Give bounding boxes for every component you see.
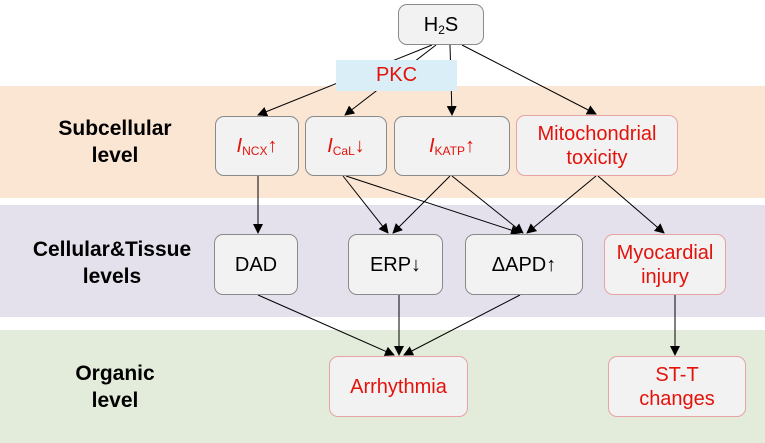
ical-symbol: I — [327, 135, 333, 157]
node-apd: ΔAPD↑ — [465, 234, 583, 295]
level-label-organic: Organic level — [45, 360, 185, 414]
node-arrhythmia: Arrhythmia — [329, 356, 468, 417]
stt-line: ST-T — [655, 363, 699, 386]
myo-line: Myocardial — [616, 241, 714, 264]
node-myocardial-injury: Myocardial injury — [604, 234, 726, 295]
stt-line: changes — [639, 387, 715, 410]
arrow-mito-myo — [597, 175, 665, 234]
arrow-apd-arr — [403, 294, 521, 356]
arrow-ical-apd — [345, 175, 521, 235]
mito-line: Mitochondrial — [537, 122, 657, 145]
level-label-line: Organic — [75, 362, 155, 385]
node-mitochondrial-toxicity: Mitochondrial toxicity — [516, 115, 678, 176]
arrow-ical-erp — [342, 175, 389, 234]
level-label-line: Subcellular — [58, 117, 172, 140]
h2s-subscript: 2 — [438, 22, 445, 37]
ikatp-symbol: I — [428, 135, 435, 157]
node-pkc: PKC — [336, 60, 457, 91]
ikatp-subscript: KATP — [434, 144, 465, 158]
ikatp-arrow: ↑ — [465, 135, 475, 157]
h2s-tail: S — [444, 13, 459, 36]
h2s-main: H — [423, 13, 439, 36]
level-label-subcellular: Subcellular level — [40, 115, 190, 169]
node-dad: DAD — [214, 234, 298, 295]
level-label-cellular-tissue: Cellular&Tissue levels — [12, 236, 212, 290]
incx-subscript: NCX — [242, 144, 268, 158]
ical-subscript: CaL — [332, 144, 355, 158]
node-erp: ERP↓ — [348, 234, 443, 295]
level-label-line: level — [91, 389, 139, 412]
incx-symbol: I — [236, 135, 243, 157]
arrow-mito-apd — [526, 175, 597, 234]
mito-line: toxicity — [566, 146, 628, 169]
node-st-t-changes: ST-T changes — [608, 356, 746, 417]
level-label-line: levels — [82, 265, 142, 288]
level-label-line: level — [91, 144, 139, 167]
arrow-ikatp-erp — [392, 175, 451, 234]
ical-arrow: ↓ — [354, 135, 365, 157]
incx-arrow: ↑ — [267, 135, 278, 157]
arrow-h2s-mito — [461, 44, 597, 115]
arrow-ikatp-apd — [451, 175, 524, 234]
arrow-dad-arr — [257, 294, 395, 356]
level-label-line: Cellular&Tissue — [32, 238, 192, 261]
myo-line: injury — [641, 265, 689, 288]
